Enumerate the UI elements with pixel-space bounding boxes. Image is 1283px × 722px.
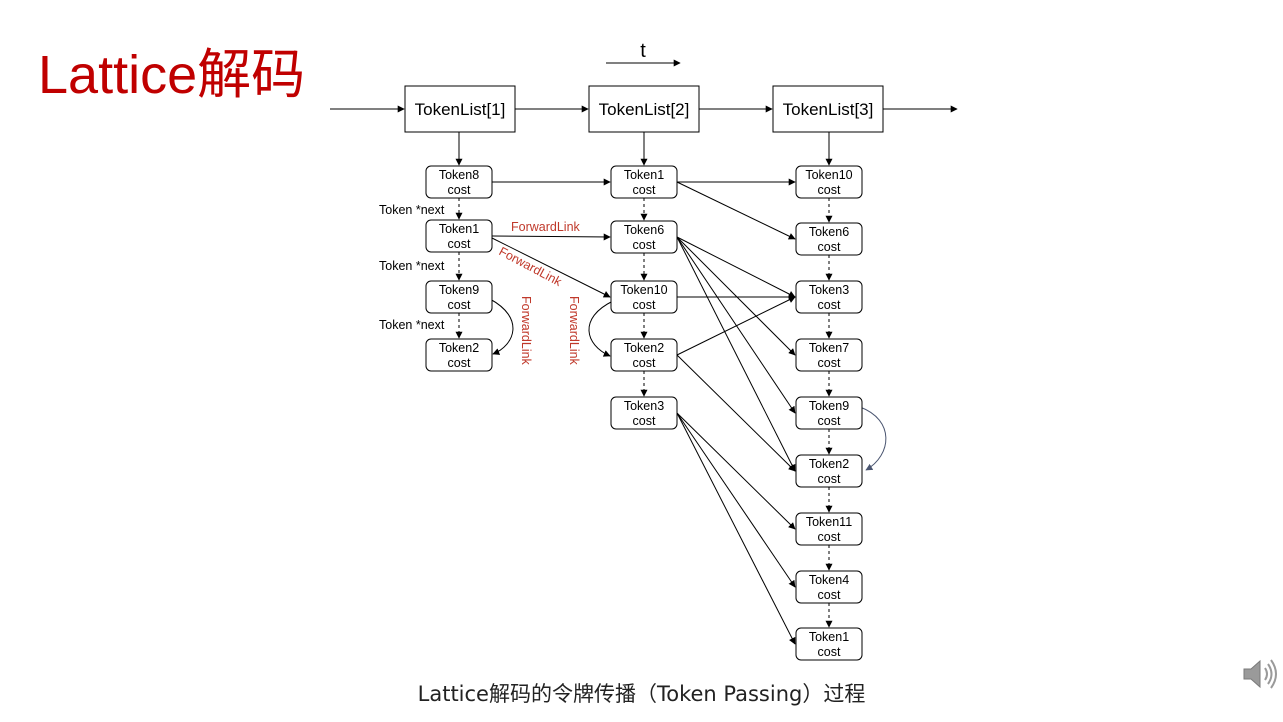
token-node [795,165,863,199]
token-name: Token6 [624,223,664,237]
next-label: Token *next [379,318,445,332]
forward-link-arrow [676,236,796,356]
token-node [425,338,493,372]
token-name: Token2 [624,341,664,355]
time-label: t [640,40,646,62]
token-name: Token7 [809,341,849,355]
token-name: Token4 [809,573,849,587]
forward-link-label: ForwardLink [497,244,565,289]
token-name: Token1 [624,168,664,182]
tokenlist-label-2: TokenList[2] [599,100,690,119]
token-cost: cost [633,298,656,312]
token-cost: cost [633,414,656,428]
token-name: Token8 [439,168,479,182]
token-name: Token1 [439,222,479,236]
token-cost: cost [633,183,656,197]
next-label: Token *next [379,203,445,217]
token-cost: cost [818,240,841,254]
tokenlist-box-3 [772,85,884,133]
forward-link-arrow [676,412,796,588]
token-node [610,338,678,372]
forward-link-arrow [676,354,796,472]
forward-link-label: ForwardLink [511,220,581,234]
token-name: Token9 [439,283,479,297]
token-cost: cost [448,298,471,312]
connections [330,59,958,645]
token-name: Token2 [439,341,479,355]
forward-link-arrow [676,412,796,645]
token-node [610,220,678,254]
token-name: Token3 [809,283,849,297]
token-cost: cost [633,356,656,370]
token-node [795,454,863,488]
slide-title: Lattice解码 [38,45,306,105]
forward-link-arrow [676,236,796,414]
token-name: Token9 [809,399,849,413]
forward-link-label: ForwardLink [567,296,581,366]
tokenlist-box-2 [588,85,700,133]
token-node [795,338,863,372]
token-node [425,165,493,199]
forward-link-label: ForwardLink [519,296,533,366]
forward-link-arrow [676,236,796,298]
token-cost: cost [448,183,471,197]
token-node [610,165,678,199]
token-cost: cost [818,472,841,486]
token-cost: cost [448,356,471,370]
token-name: Token2 [809,457,849,471]
token-node [425,219,493,253]
slide-caption: Lattice解码的令牌传播（Token Passing）过程 [417,682,866,706]
token-cost: cost [818,183,841,197]
forward-link-arrow [491,233,611,241]
token-node [610,280,678,314]
curved-forward-link [588,300,614,357]
token-cost: cost [818,298,841,312]
token-name: Token1 [809,630,849,644]
token-name: Token3 [624,399,664,413]
nodes: TokenList[1] TokenList[2] TokenList[3] Toke… [404,85,884,661]
tokenlist-label-3: TokenList[3] [783,100,874,119]
token-node [795,280,863,314]
token-cost: cost [633,238,656,252]
forward-link-arrow [676,236,796,472]
token-node [795,512,863,546]
curved-forward-link [859,406,887,471]
token-name: Token6 [809,225,849,239]
token-cost: cost [818,645,841,659]
token-cost: cost [818,588,841,602]
token-name: Token10 [620,283,667,297]
forward-link-arrow [676,181,796,240]
token-node [795,222,863,256]
tokenlist-label-1: TokenList[1] [415,100,506,119]
token-node [795,396,863,430]
token-cost: cost [818,530,841,544]
token-cost: cost [818,356,841,370]
token-name: Token11 [806,515,852,529]
token-cost: cost [818,414,841,428]
token-cost: cost [448,237,471,251]
forward-link-arrow [676,412,796,530]
token-node [795,570,863,604]
token-node [795,627,863,661]
token-node [610,396,678,430]
token-name: Token10 [805,168,852,182]
curved-forward-link [489,298,514,355]
forward-link-arrow [676,296,796,356]
forward-link-arrow [491,237,611,298]
token-node [425,280,493,314]
next-label: Token *next [379,259,445,273]
tokenlist-box-1 [404,85,516,133]
speaker-icon[interactable] [1240,654,1280,694]
